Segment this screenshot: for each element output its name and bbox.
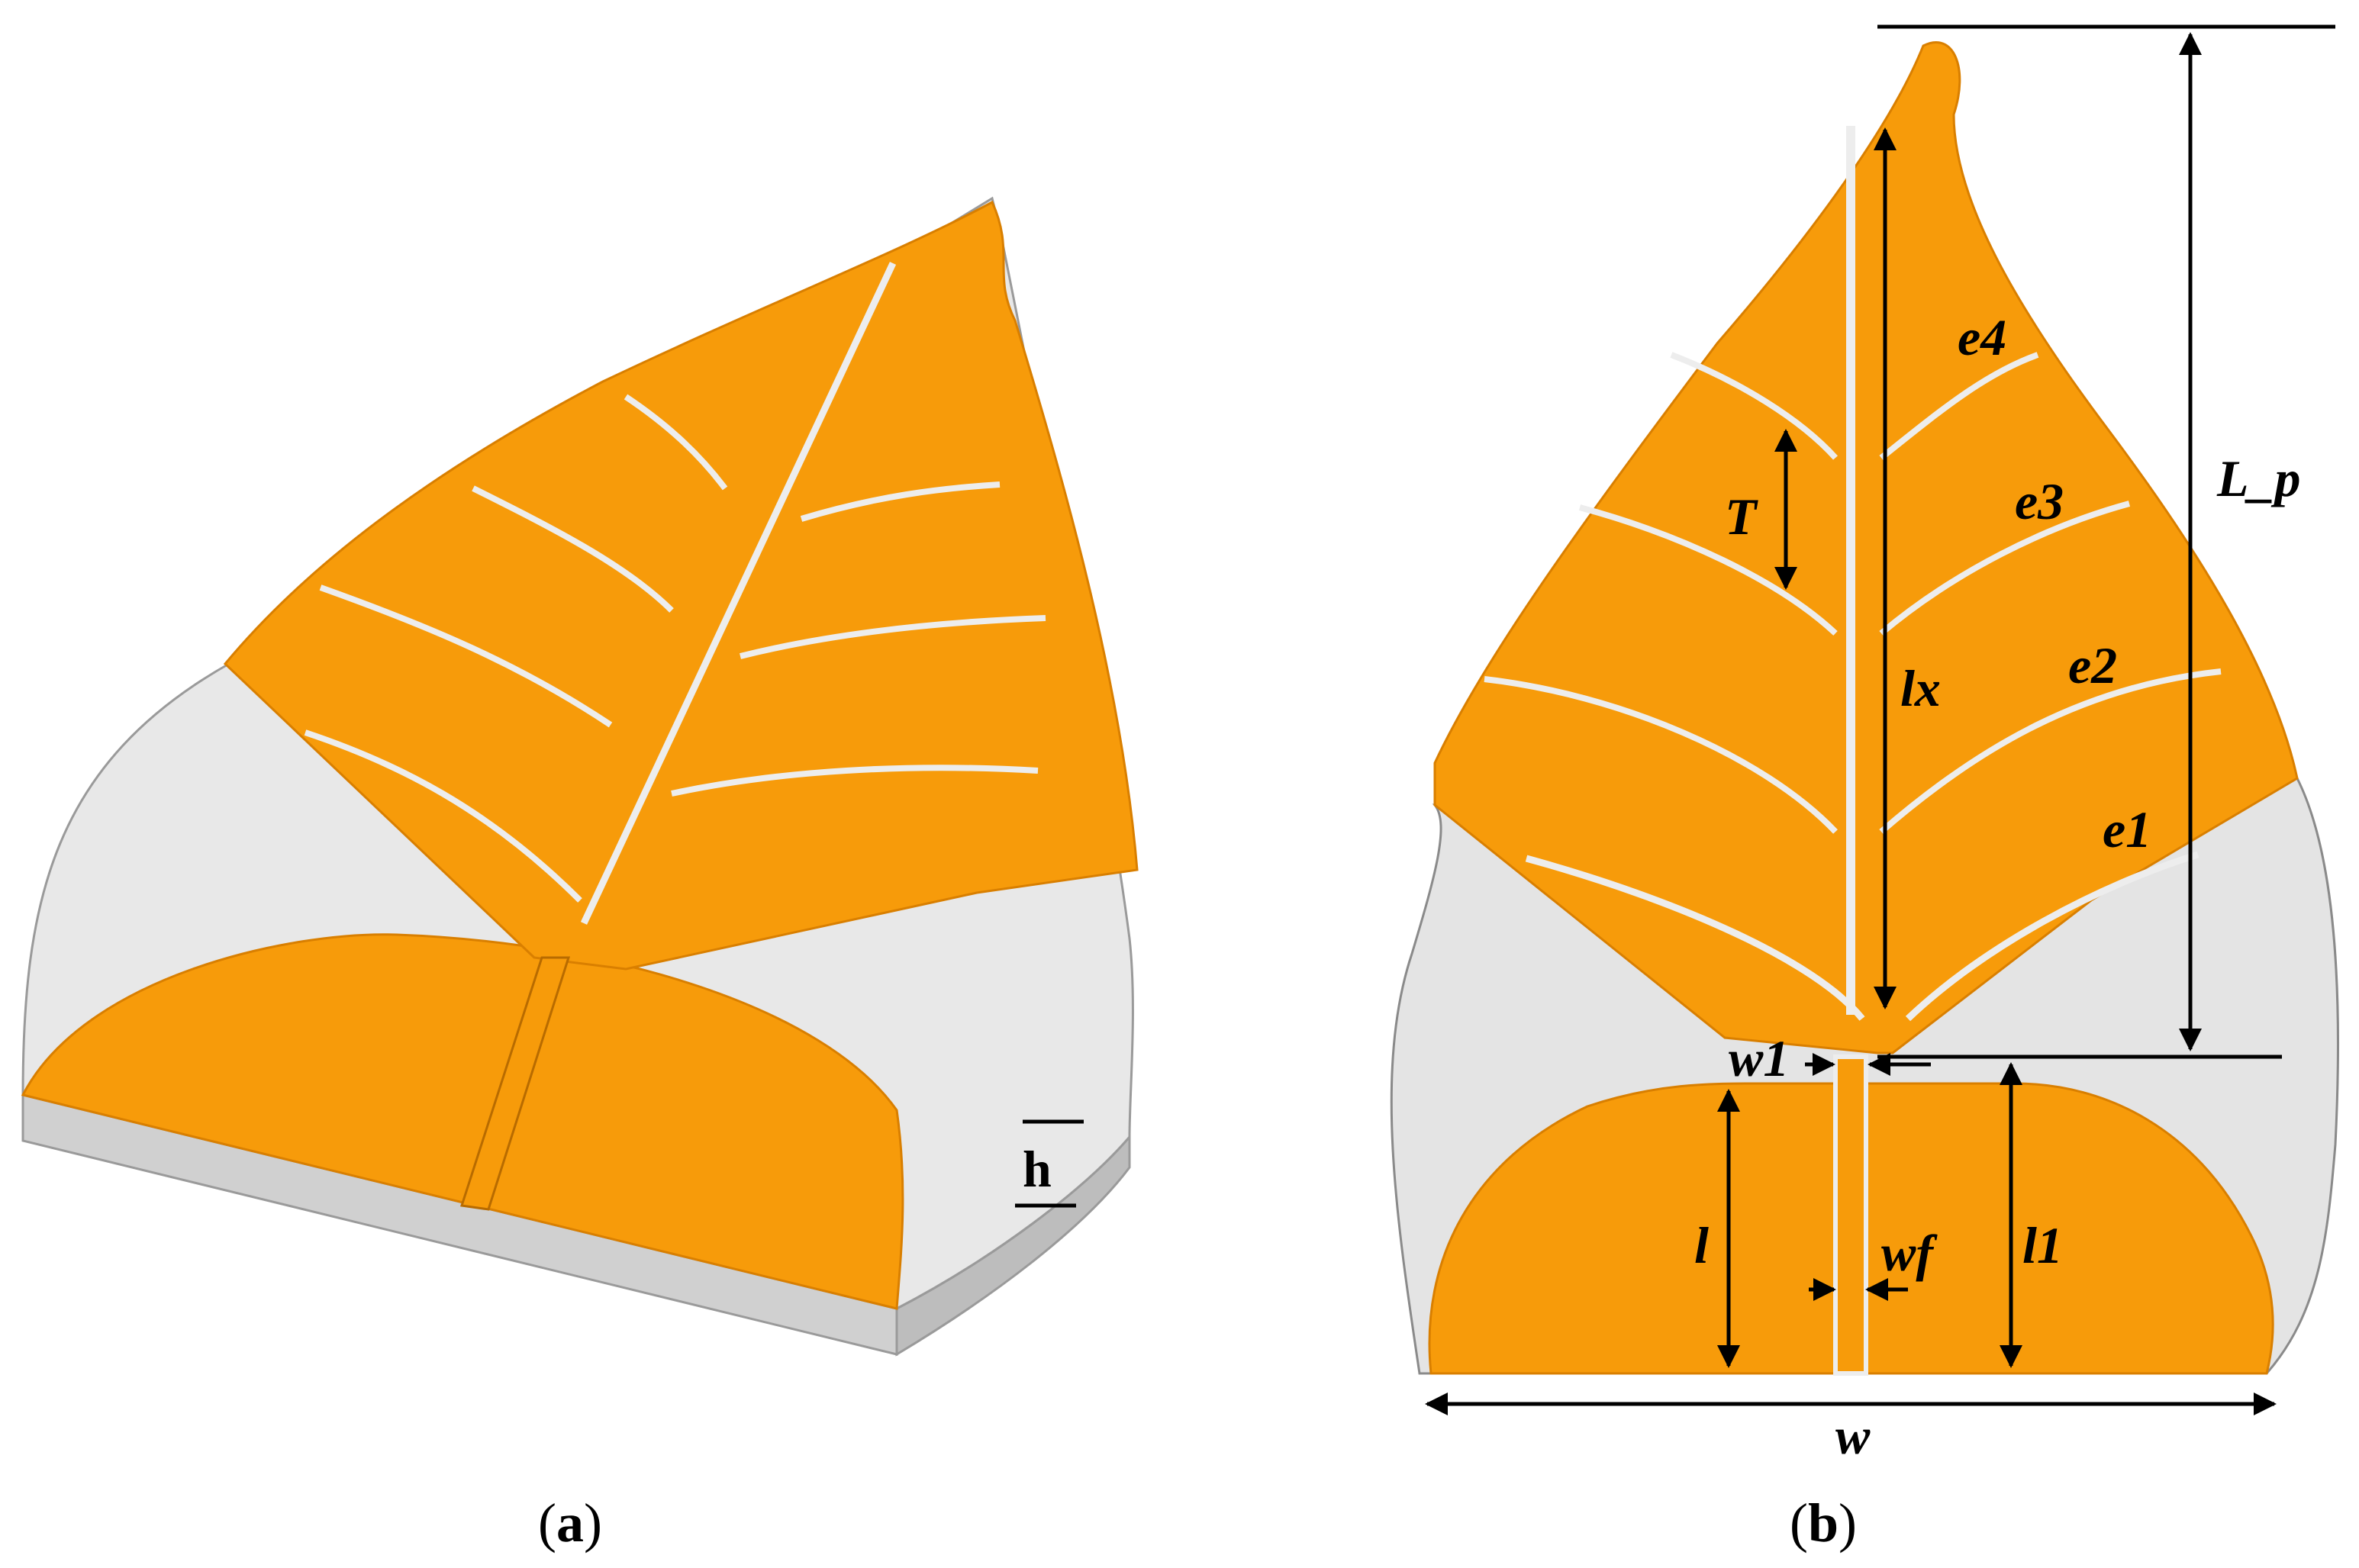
feed-line: [460, 956, 571, 1211]
label-l1: l1: [2022, 1216, 2063, 1274]
leaf-patch: [223, 200, 1139, 971]
side-vein-slots: [304, 394, 1046, 903]
label-e3: e3: [2015, 472, 2064, 530]
panel-b-top-view: L_p lx T e4 e3 e2 e1 w1 l wf l1 w: [1390, 24, 2339, 1465]
caption-a: (a): [538, 1492, 602, 1554]
feed-line-top: [1833, 1054, 1868, 1376]
label-e1: e1: [2103, 800, 2151, 858]
label-wf: wf: [1881, 1224, 1938, 1282]
label-e4: e4: [1958, 308, 2006, 366]
label-l: l: [1694, 1216, 1709, 1274]
label-w: w: [1835, 1407, 1871, 1465]
label-lx: lx: [1900, 659, 1941, 717]
central-vein-slot: [580, 262, 897, 925]
label-h: h: [1023, 1140, 1052, 1198]
caption-b: (b): [1790, 1492, 1857, 1554]
label-w1: w1: [1729, 1029, 1789, 1087]
right-vein-slots: [1879, 352, 2222, 835]
left-vein-slots: [1484, 352, 1838, 834]
label-T: T: [1725, 488, 1758, 546]
dimension-lines: [1425, 24, 2335, 1415]
leaf-lower-veins: [1525, 851, 2199, 1022]
label-L_p: L_p: [2216, 449, 2301, 507]
panel-a-3d-view: h: [21, 196, 1139, 1357]
label-e2: e2: [2068, 636, 2117, 694]
